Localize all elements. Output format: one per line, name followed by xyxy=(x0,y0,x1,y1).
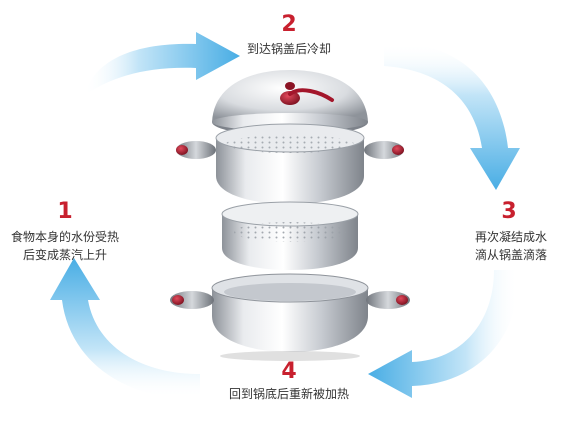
step-2-text: 到达锅盖后冷却 xyxy=(246,42,331,56)
step-1-number: 1 xyxy=(57,199,73,224)
step-4-number: 4 xyxy=(281,359,297,384)
step-1-text-line2: 后变成蒸汽上升 xyxy=(22,248,107,262)
step-4-text: 回到锅底后重新被加热 xyxy=(228,387,349,401)
cycle-arrow-icon xyxy=(50,32,520,399)
lid-knob xyxy=(280,91,300,105)
handle-right-lower xyxy=(366,291,410,309)
step-3-text-line1: 再次凝结成水 xyxy=(474,230,547,244)
handle-left-upper xyxy=(176,141,216,159)
arrow-4-to-1 xyxy=(50,258,200,399)
stainless-steel-steamer-pot xyxy=(170,70,410,361)
handle-right-upper xyxy=(364,141,404,159)
arrow-3-to-4 xyxy=(368,270,519,398)
step-1-text-line1: 食物本身的水份受热 xyxy=(10,230,119,244)
arrow-1-to-2 xyxy=(84,32,240,96)
step-3-number: 3 xyxy=(501,199,517,224)
arrow-2-to-3 xyxy=(384,43,520,191)
step-3-text-line2: 滴从锅盖滴落 xyxy=(474,248,547,262)
step-2-number: 2 xyxy=(281,12,297,37)
handle-left-lower xyxy=(170,291,214,309)
